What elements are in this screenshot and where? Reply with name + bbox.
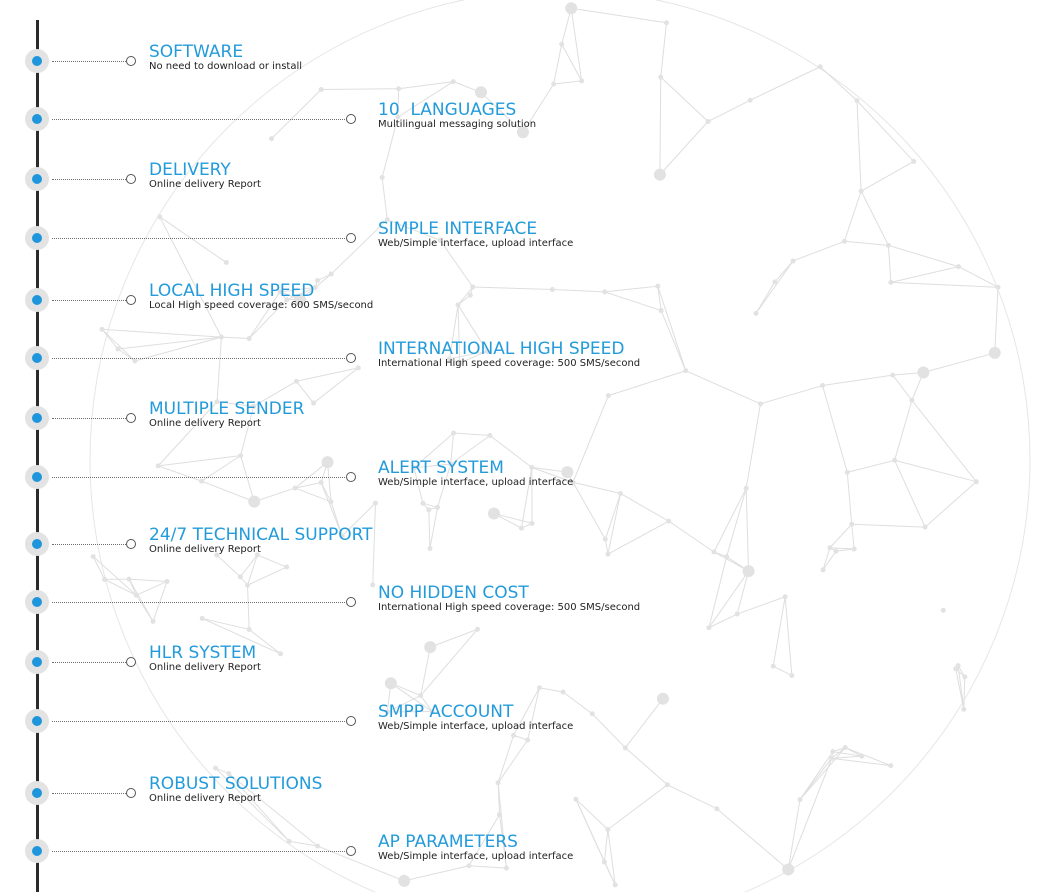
feature-description: Web/Simple interface, upload interface xyxy=(378,851,574,862)
timeline-connector xyxy=(52,721,345,722)
connector-end-circle-icon xyxy=(346,846,356,856)
feature-title: SOFTWARE xyxy=(149,42,244,62)
feature-description: International High speed coverage: 500 S… xyxy=(378,602,641,613)
feature-title: AP PARAMETERS xyxy=(378,832,518,852)
feature-title: SMPP ACCOUNT xyxy=(378,702,514,722)
connector-end-circle-icon xyxy=(126,788,136,798)
connector-end-circle-icon xyxy=(126,295,136,305)
connector-end-circle-icon xyxy=(346,353,356,363)
timeline-line xyxy=(36,20,39,892)
connector-end-circle-icon xyxy=(346,233,356,243)
feature-title: 10 LANGUAGES xyxy=(378,100,517,120)
timeline-node-icon xyxy=(25,709,49,733)
timeline-connector xyxy=(52,851,345,852)
connector-end-circle-icon xyxy=(346,597,356,607)
feature-description: Online delivery Report xyxy=(149,418,261,429)
feature-title: ALERT SYSTEM xyxy=(378,458,504,478)
timeline-connector xyxy=(52,179,126,180)
timeline-node-icon xyxy=(25,781,49,805)
feature-description: Multilingual messaging solution xyxy=(378,119,537,130)
timeline-connector xyxy=(52,358,345,359)
timeline-node-icon xyxy=(25,839,49,863)
feature-description: Local High speed coverage: 600 SMS/secon… xyxy=(149,300,374,311)
connector-end-circle-icon xyxy=(126,413,136,423)
feature-title: SIMPLE INTERFACE xyxy=(378,219,538,239)
feature-title: NO HIDDEN COST xyxy=(378,583,529,603)
feature-description: Online delivery Report xyxy=(149,793,261,804)
feature-description: Web/Simple interface, upload interface xyxy=(378,238,574,249)
timeline-node-icon xyxy=(25,590,49,614)
feature-title: MULTIPLE SENDER xyxy=(149,399,305,419)
feature-description: No need to download or install xyxy=(149,61,303,72)
feature-title: HLR SYSTEM xyxy=(149,643,257,663)
connector-end-circle-icon xyxy=(346,472,356,482)
connector-end-circle-icon xyxy=(346,114,356,124)
timeline-node-icon xyxy=(25,532,49,556)
feature-title: 24/7 TECHNICAL SUPPORT xyxy=(149,525,373,545)
connector-end-circle-icon xyxy=(126,657,136,667)
feature-description: Online delivery Report xyxy=(149,662,261,673)
timeline-node-icon xyxy=(25,288,49,312)
timeline-connector xyxy=(52,793,126,794)
timeline-connector xyxy=(52,238,345,239)
connector-end-circle-icon xyxy=(126,56,136,66)
feature-description: Online delivery Report xyxy=(149,179,261,190)
connector-end-circle-icon xyxy=(126,174,136,184)
feature-title: INTERNATIONAL HIGH SPEED xyxy=(378,339,625,359)
timeline-node-icon xyxy=(25,107,49,131)
timeline-connector xyxy=(52,602,345,603)
timeline-node-icon xyxy=(25,167,49,191)
timeline-connector xyxy=(52,61,126,62)
timeline-node-icon xyxy=(25,650,49,674)
feature-description: International High speed coverage: 500 S… xyxy=(378,358,641,369)
feature-description: Online delivery Report xyxy=(149,544,261,555)
timeline-connector xyxy=(52,544,126,545)
feature-title: DELIVERY xyxy=(149,160,231,180)
timeline-connector xyxy=(52,300,126,301)
connector-end-circle-icon xyxy=(346,716,356,726)
timeline-node-icon xyxy=(25,226,49,250)
connector-end-circle-icon xyxy=(126,539,136,549)
feature-description: Web/Simple interface, upload interface xyxy=(378,477,574,488)
timeline-connector xyxy=(52,477,345,478)
timeline-node-icon xyxy=(25,49,49,73)
feature-title: ROBUST SOLUTIONS xyxy=(149,774,323,794)
timeline-node-icon xyxy=(25,406,49,430)
timeline-node-icon xyxy=(25,346,49,370)
timeline-connector xyxy=(52,662,126,663)
timeline-node-icon xyxy=(25,465,49,489)
timeline-connector xyxy=(52,418,126,419)
feature-description: Web/Simple interface, upload interface xyxy=(378,721,574,732)
timeline-connector xyxy=(52,119,345,120)
feature-title: LOCAL HIGH SPEED xyxy=(149,281,315,301)
